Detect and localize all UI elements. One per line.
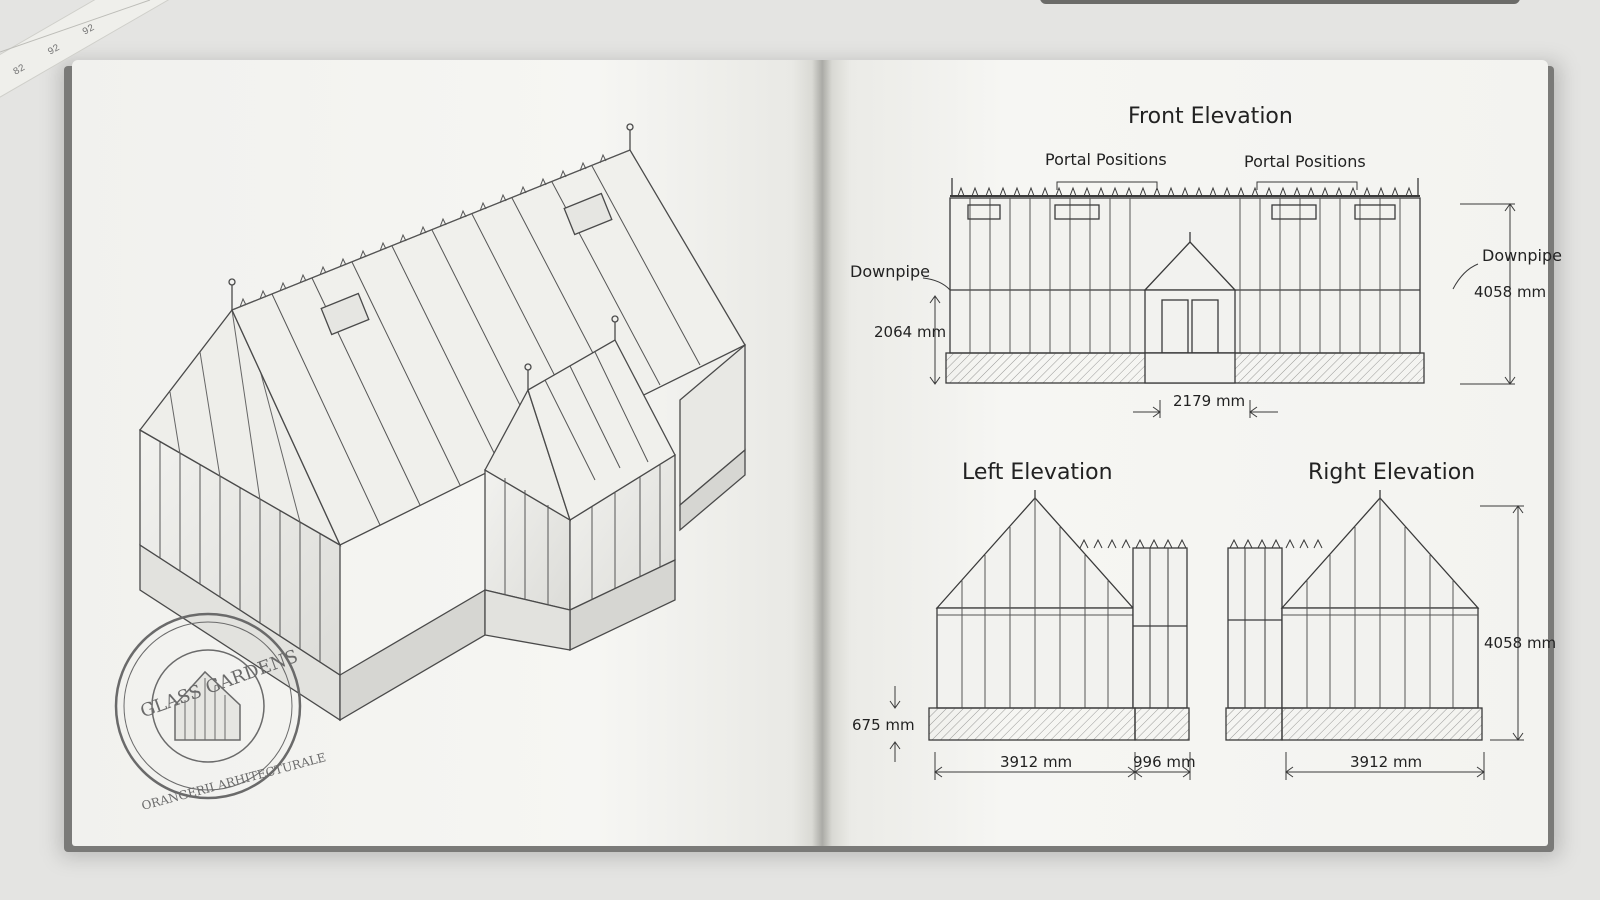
right-elevation-drawing (1225, 490, 1524, 780)
svg-text:ORANGERII ARHITECTURALE: ORANGERII ARHITECTURALE (140, 750, 327, 813)
isometric-greenhouse-drawing (139, 123, 746, 722)
right-elevation-title: Right Elevation (1308, 460, 1476, 485)
front-height-right-dimension: 4058 mm (1474, 283, 1547, 301)
right-height-dimension: 4058 mm (1484, 634, 1557, 652)
portal-positions-right-label: Portal Positions (1244, 152, 1366, 171)
door-width-dimension: 2179 mm (1173, 392, 1246, 410)
left-main-width-dimension: 3912 mm (1000, 753, 1073, 771)
downpipe-right-label: Downpipe (1482, 246, 1562, 265)
pen-object (1040, 0, 1520, 4)
front-elevation-title: Front Elevation (1128, 104, 1293, 129)
portal-positions-left-label: Portal Positions (1045, 150, 1167, 169)
downpipe-left-label: Downpipe (850, 262, 930, 281)
book-gutter (812, 60, 832, 846)
left-side-width-dimension: 996 mm (1133, 753, 1196, 771)
left-elevation-title: Left Elevation (962, 460, 1113, 485)
base-height-dimension: 675 mm (852, 716, 915, 734)
right-width-dimension: 3912 mm (1350, 753, 1423, 771)
front-elevation-drawing (922, 178, 1516, 418)
left-elevation-drawing (889, 490, 1191, 780)
front-height-left-dimension: 2064 mm (874, 323, 947, 341)
glass-gardens-stamp (114, 612, 302, 800)
